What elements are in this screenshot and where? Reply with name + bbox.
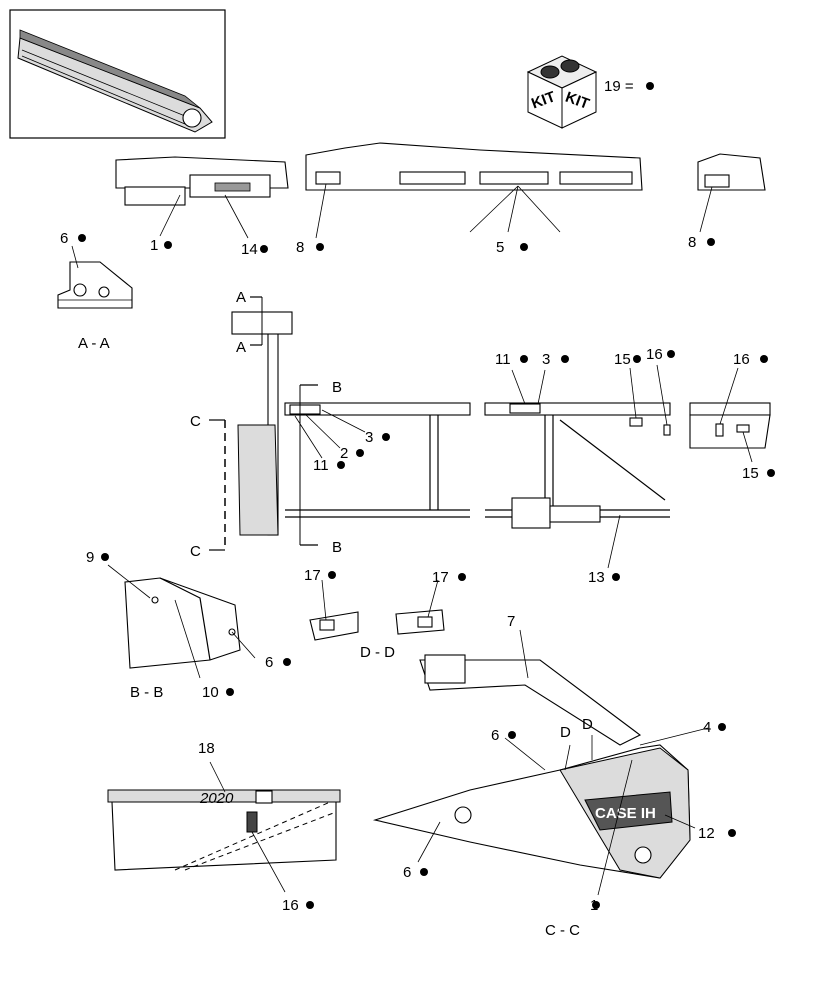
section-labels: A - A B - B C - C D - D A A B B C C D D [78,289,593,939]
model-decal-detail: 2020 [107,761,341,893]
callout-16-top: 16 [646,346,663,363]
section-bb-detail [107,564,256,679]
section-label-aa: A - A [78,335,110,352]
callout-18: 18 [198,740,215,757]
callout-13: 13 [588,569,605,586]
cut-label-b-bottom: B [332,539,342,556]
top-left-panel [115,156,289,239]
main-frame-view [209,296,771,569]
section-dd-detail [309,579,445,641]
cut-label-d1: D [560,724,571,741]
top-right-panel [697,153,766,233]
callout-6-bb: 6 [265,654,273,671]
callout-2: 2 [340,445,348,462]
cut-label-b-top: B [332,379,342,396]
bullet-markers [78,82,775,909]
callout-11-top: 11 [495,351,511,368]
callout-3: 3 [365,429,373,446]
callout-12: 12 [698,825,715,842]
callout-17-left: 17 [304,567,321,584]
callout-17-right: 17 [432,569,449,586]
callout-11: 11 [313,457,329,474]
cut-label-c-top: C [190,413,201,430]
callout-10: 10 [202,684,219,701]
callout-4: 4 [703,719,711,736]
callout-8: 8 [296,239,304,256]
callout-14: 14 [241,241,258,258]
callout-9: 9 [86,549,94,566]
section-label-bb: B - B [130,684,163,701]
callouts: 1 14 8 5 8 19 = 6 11 3 15 16 16 3 2 11 1… [60,78,759,914]
section-label-dd: D - D [360,644,395,661]
section-aa-detail [57,245,133,309]
cut-label-d2: D [582,716,593,733]
callout-8-right: 8 [688,234,696,251]
brand-logo-text: CASE IH [595,805,656,822]
callout-6-cc-upper: 6 [491,727,499,744]
cut-label-a-bottom: A [236,339,246,356]
overview-thumbnail [9,9,226,139]
section-label-cc: C - C [545,922,580,939]
model-decal-text: 2020 [199,790,234,807]
callout-15-right: 15 [742,465,759,482]
callout-6-aa: 6 [60,230,68,247]
callout-3-top: 3 [542,351,550,368]
callout-16-right: 16 [733,351,750,368]
top-middle-panel [305,142,643,239]
callout-6-cc-lower: 6 [403,864,411,881]
callout-7: 7 [507,613,515,630]
cut-label-a-top: A [236,289,246,306]
cut-label-c-bottom: C [190,543,201,560]
callout-16-bottom: 16 [282,897,299,914]
callout-1: 1 [150,237,158,254]
section-cc-detail: CASE IH [372,629,709,896]
callout-15-top: 15 [614,351,631,368]
kit-box-icon: KIT KIT [526,55,598,129]
callout-5: 5 [496,239,504,256]
callout-19: 19 = [604,78,634,95]
